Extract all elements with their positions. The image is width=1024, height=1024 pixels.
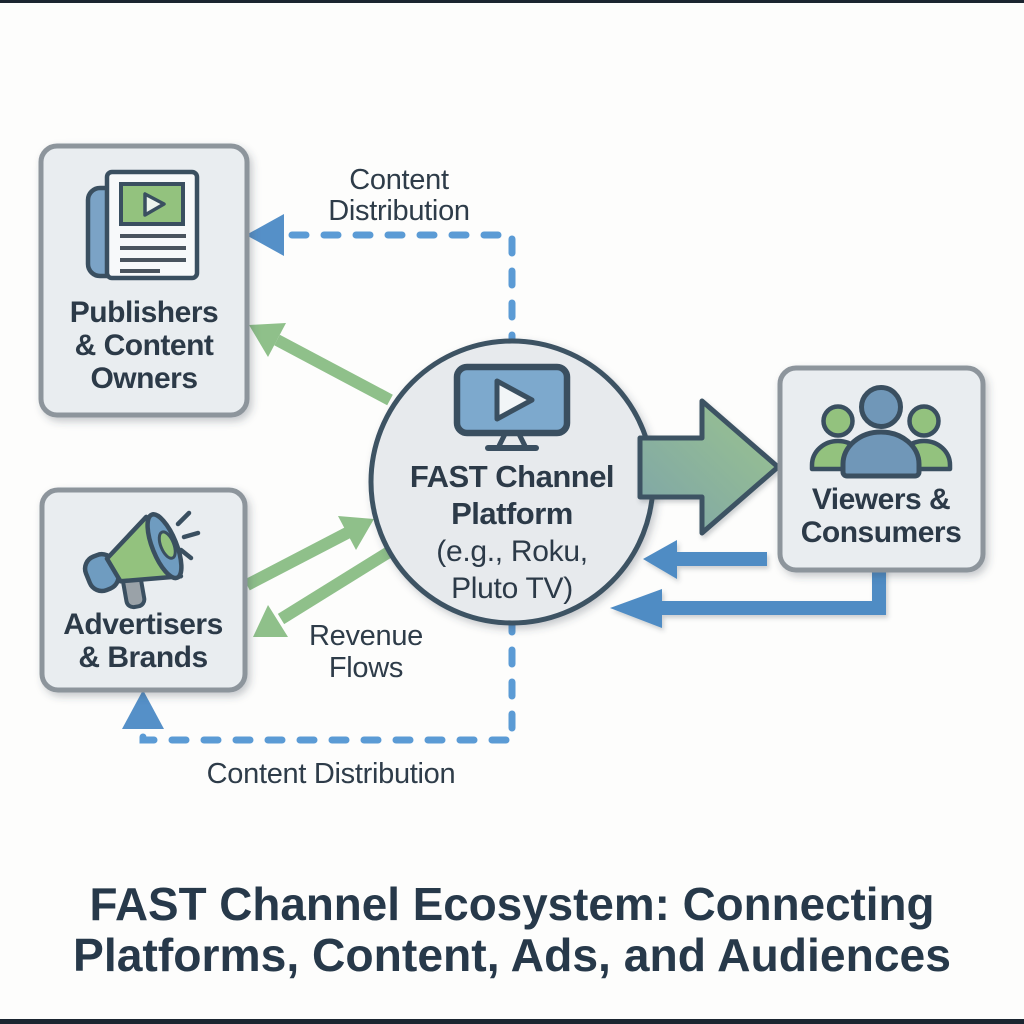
platform-label-line1: FAST Channel xyxy=(410,459,614,494)
arrowhead-upright-icon xyxy=(338,516,374,550)
newspaper-video-icon xyxy=(85,169,200,281)
arrowhead-up-icon xyxy=(122,690,164,729)
viewers-label-line1: Viewers & xyxy=(812,483,950,516)
dashed-path-bottom xyxy=(139,614,516,744)
content-distribution-bottom-label: Content Distribution xyxy=(207,758,456,790)
bottom-edge-strip xyxy=(0,1019,1024,1024)
revenue-arrow-platform-to-advertisers xyxy=(253,546,393,637)
content-distribution-arrow-bottom xyxy=(122,614,516,744)
viewer-return-arrow-upper xyxy=(643,540,767,579)
revenue-arrow-platform-to-publishers xyxy=(249,323,393,406)
arrowhead-upleft-icon xyxy=(249,323,286,357)
revenue-flows-line1: Revenue xyxy=(309,620,423,652)
sound-lines-icon xyxy=(175,510,201,561)
tv-play-icon xyxy=(453,363,571,451)
advertisers-label-line1: Advertisers xyxy=(63,608,223,641)
platform-subtitle-line2: Pluto TV) xyxy=(451,572,573,605)
platform-label-line2: Platform xyxy=(451,496,573,531)
content-distribution-top-line2: Distribution xyxy=(328,195,469,227)
content-distribution-arrow-top xyxy=(246,214,516,353)
publishers-label-line2: & Content xyxy=(75,329,214,362)
content-distribution-top-line1: Content xyxy=(349,164,449,196)
revenue-flows-line2: Flows xyxy=(329,652,403,684)
top-edge-strip xyxy=(0,0,1024,3)
content-arrow-platform-to-viewers xyxy=(637,398,781,536)
platform-subtitle-line1: (e.g., Roku, xyxy=(436,535,587,568)
diagram-title-line1: FAST Channel Ecosystem: Connecting xyxy=(90,878,935,930)
advertisers-label-line2: & Brands xyxy=(78,641,207,674)
dashed-path-top xyxy=(277,231,516,353)
diagram-title-line2: Platforms, Content, Ads, and Audiences xyxy=(73,929,951,981)
audience-icon xyxy=(809,385,953,479)
megaphone-icon xyxy=(82,510,201,610)
publishers-label-line3: Owners xyxy=(90,362,197,395)
arrowhead-left-icon xyxy=(246,214,284,256)
viewers-label-line2: Consumers xyxy=(801,516,962,549)
arrowhead-downleft-icon xyxy=(253,605,288,637)
publishers-label-line1: Publishers xyxy=(70,296,218,329)
viewer-return-arrow-lower xyxy=(610,560,886,628)
revenue-arrow-advertisers-to-platform xyxy=(244,516,374,591)
